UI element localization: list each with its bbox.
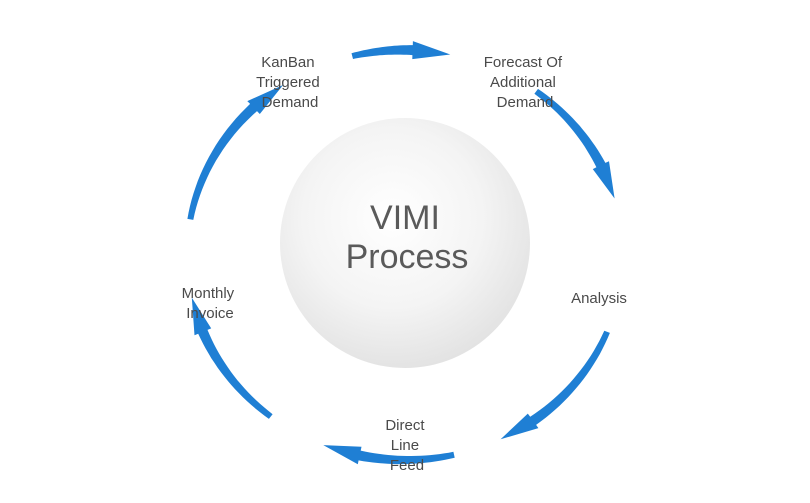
center-title-line-2: Process (346, 238, 469, 276)
node-forecast-additional-demand: Forecast Of Additional Demand (484, 54, 567, 111)
cycle-arrow-2 (534, 88, 615, 199)
center-circle (280, 118, 530, 368)
node-analysis-line-1: Analysis (571, 290, 627, 307)
node-forecast-line-2: Additional (490, 74, 556, 91)
node-analysis: Analysis (571, 290, 627, 307)
node-forecast-line-1: Forecast Of (484, 54, 563, 71)
cycle-arrow-1 (351, 41, 451, 60)
center-title-line-1: VIMI (370, 199, 440, 237)
node-kanban-line-2: Triggered (256, 74, 320, 91)
node-kanban-triggered-demand: KanBan Triggered Demand (256, 54, 324, 111)
node-forecast-line-3: Demand (497, 94, 554, 111)
cycle-arrow-4 (323, 445, 455, 465)
node-monthly-invoice: Monthly Invoice (182, 285, 239, 322)
cycle-arrows (187, 41, 615, 465)
node-direct-line-3: Feed (390, 457, 424, 474)
node-monthly-line-2: Invoice (186, 305, 234, 322)
node-monthly-line-1: Monthly (182, 285, 235, 302)
node-kanban-line-3: Demand (262, 94, 319, 111)
node-direct-line-2: Line (391, 437, 419, 454)
node-direct-line-feed: Direct Line Feed (385, 417, 428, 474)
cycle-arrow-3 (500, 330, 610, 440)
node-kanban-line-1: KanBan (261, 54, 314, 71)
node-direct-line-1: Direct (385, 417, 425, 434)
